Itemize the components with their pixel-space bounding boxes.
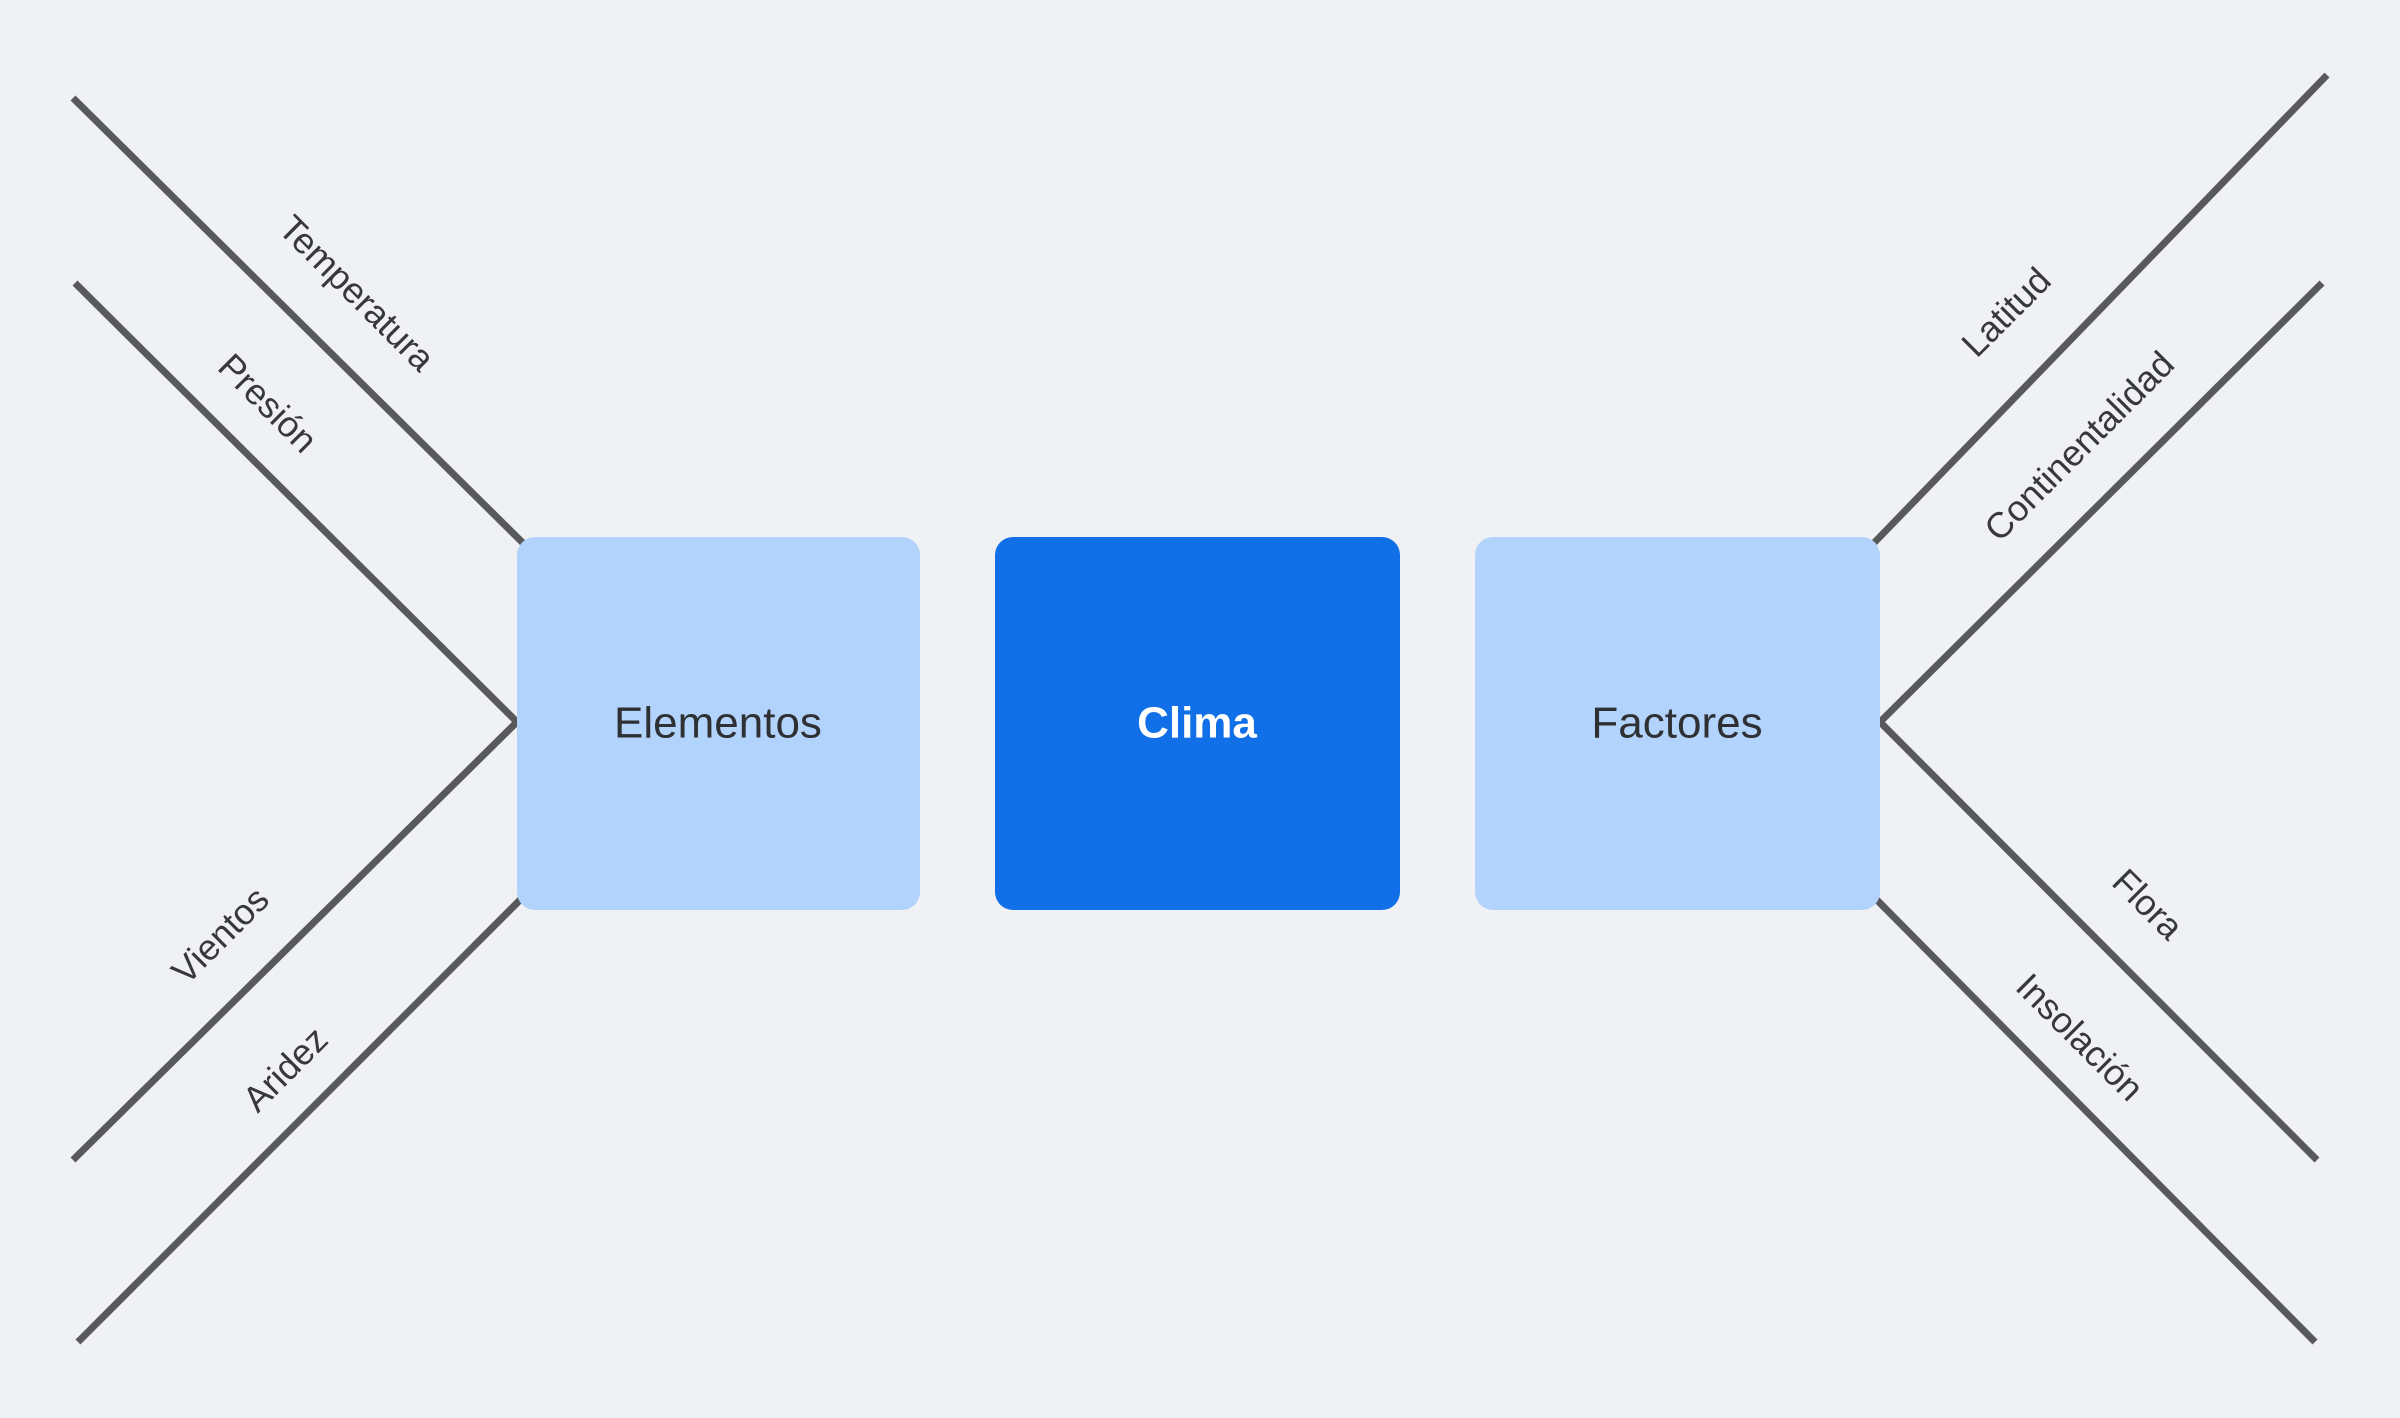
branch-line-continentalidad[interactable]	[1873, 280, 2325, 729]
node-elementos[interactable]	[517, 537, 920, 910]
node-factores-label: Factores	[1591, 699, 1762, 748]
node-clima[interactable]	[995, 537, 1400, 910]
nodes: Elementos Clima Factores	[517, 537, 1880, 910]
branch-label-latitud: Latitud	[1953, 259, 2058, 364]
branch-label-flora: Flora	[2105, 861, 2193, 949]
branch-lines	[70, 72, 2330, 1345]
branch-label-temperatura: Temperatura	[271, 207, 444, 380]
node-clima-label: Clima	[1137, 699, 1257, 748]
branch-line-aridez[interactable]	[75, 892, 528, 1345]
branch-line-temperatura[interactable]	[70, 95, 528, 548]
branch-label-insolacion: Insolación	[2008, 965, 2152, 1109]
branch-line-insolacion[interactable]	[1869, 892, 2318, 1345]
branch-line-flora[interactable]	[1873, 715, 2320, 1163]
branch-line-vientos[interactable]	[70, 715, 524, 1163]
branch-line-latitud[interactable]	[1869, 72, 2330, 548]
node-factores[interactable]	[1475, 537, 1880, 910]
node-elementos-label: Elementos	[614, 699, 822, 748]
branch-label-presion: Presión	[210, 345, 325, 460]
branch-label-continentalidad: Continentalidad	[1976, 343, 2182, 549]
branch-line-presion[interactable]	[72, 280, 524, 729]
